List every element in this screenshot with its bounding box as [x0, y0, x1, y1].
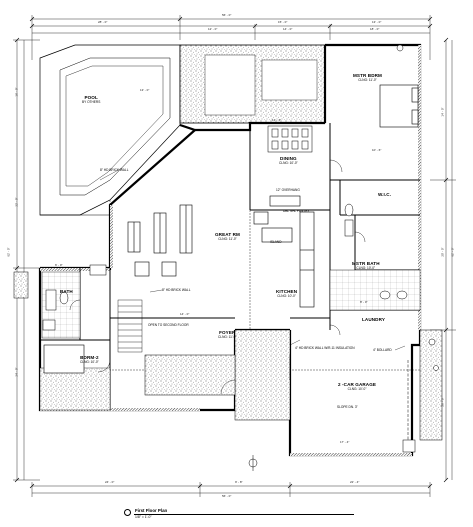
master-bed	[379, 84, 419, 128]
room-foyer-name: FOYER	[219, 330, 236, 335]
dim-bottom-mid: 9' - 8"	[235, 480, 243, 484]
room-wic-name: W.I.C.	[378, 192, 392, 197]
note-overhang: 12" OVERHANG	[276, 188, 300, 192]
note-open-below: OPEN TO SECOND FLOOR	[148, 323, 189, 327]
dim-inner-1: 13' - 0"	[140, 88, 150, 92]
note-brick-wall-3: 4" HD BRICK WALL W/R-11 INSULATION	[295, 346, 355, 350]
title-underline	[134, 514, 354, 515]
note-bollard: 4" BOLLARD	[373, 348, 392, 352]
room-bdrm2-name: BDRM-2	[80, 355, 99, 360]
room-foyer: FOYER CLNG: 11'-0"	[218, 330, 237, 339]
dim-top-total: 56' - 0"	[222, 13, 232, 17]
room-foyer-sub: CLNG: 11'-0"	[218, 334, 237, 339]
dim-bottom-total: 56' - 0"	[222, 494, 232, 498]
windows	[127, 204, 193, 277]
dim-right-total: 62' - 0"	[450, 247, 455, 257]
drawing-scale: 1/8" = 1'-0"	[135, 515, 152, 519]
dim-left-total: 62' - 0"	[6, 247, 11, 257]
walkway-stipple	[39, 329, 443, 441]
room-pool-sub: BY OTHERS	[82, 99, 101, 104]
room-mstr-bath-name: MSTR BATH	[352, 261, 380, 266]
room-kitchen-name: KITCHEN	[276, 289, 298, 294]
room-mstr-bdrm-sub: CLNG: 11'-0"	[358, 77, 377, 82]
room-laundry-name: LAUNDRY	[362, 317, 385, 322]
room-dining-sub: CLNG: 10'-0"	[279, 160, 298, 165]
room-great-rm: GREAT RM CLNG: 11'-0"	[215, 232, 240, 241]
kitchen-fixtures	[253, 195, 315, 308]
room-pool: POOL BY OTHERS	[82, 95, 101, 104]
dim-top-sub-a: 12' - 0"	[208, 27, 218, 31]
dim-left-a: 16' - 0"	[14, 87, 19, 97]
dim-bottom-right: 22' - 4"	[350, 480, 360, 484]
dim-left-b: 22' - 0"	[14, 197, 19, 207]
dim-top-mid: 15' - 0"	[278, 20, 288, 24]
note-brick-wall-1: 8" HD BRICK WALL	[100, 168, 129, 172]
dim-top-sub-b: 14' - 0"	[283, 27, 293, 31]
room-wic: W.I.C.	[378, 192, 392, 198]
dim-inner-7: 8' - 0"	[360, 300, 368, 304]
room-mstr-bath-sub: CLNG: 10'-0"	[356, 265, 376, 270]
stair	[117, 299, 143, 353]
room-laundry: LAUNDRY	[362, 317, 385, 323]
room-mstr-bdrm-name: MSTR BDRM	[353, 73, 382, 78]
room-bdrm2: BDRM-2 CLNG: 10'-0"	[80, 355, 99, 364]
room-mstr-bdrm: MSTR BDRM CLNG: 11'-0"	[353, 73, 382, 82]
title-marker-circle	[124, 509, 131, 516]
room-garage-name: 2 -CAR GARAGE	[338, 382, 377, 387]
grid-markers	[13, 44, 439, 471]
drawing-title-block: First Floor Plan 1/8" = 1'-0"	[124, 508, 354, 524]
lanai-stipple	[179, 44, 326, 124]
dim-inner-4: 6' - 0"	[55, 263, 63, 267]
dim-top-right: 13' - 0"	[372, 20, 382, 24]
tile-floors	[41, 269, 421, 339]
room-pantry-name: DBL SHL PANTRY	[283, 209, 310, 213]
dim-left-c: 24' - 0"	[14, 367, 19, 377]
room-garage: 2 -CAR GARAGE CLNG: 10'-0"	[338, 382, 377, 391]
bdrm2-bed	[43, 344, 85, 374]
dim-top-sub-c: 18' - 0"	[370, 27, 380, 31]
room-mstr-bath: MSTR BATH CLNG: 10'-0"	[352, 261, 380, 270]
note-brick-wall-2: 8" HD BRICK WALL	[162, 288, 191, 292]
dim-inner-5: 14' - 0"	[180, 312, 190, 316]
room-dining-name: DINING	[280, 156, 297, 161]
room-great-rm-name: GREAT RM	[215, 232, 240, 237]
leader-lines	[99, 167, 406, 351]
room-bdrm2-sub: CLNG: 10'-0"	[80, 359, 99, 364]
room-dining: DINING CLNG: 10'-0"	[279, 156, 298, 165]
dim-right-a: 14' - 0"	[440, 107, 445, 117]
dining-table	[267, 125, 313, 153]
dim-bottom-left: 24' - 0"	[105, 480, 115, 484]
wall-hatching	[40, 45, 421, 456]
dim-top-left: 28' - 0"	[98, 20, 108, 24]
room-bath: BATH	[60, 289, 73, 295]
room-pool-name: POOL	[84, 95, 98, 100]
dim-right-b: 20' - 0"	[440, 247, 445, 257]
room-island: ISLAND	[270, 240, 282, 244]
note-slope: SLOPE DN. 3"	[337, 405, 358, 409]
room-kitchen-sub: CLNG: 10'-0"	[277, 293, 296, 298]
dim-inner-6: 17' - 4"	[340, 440, 350, 444]
pool-area	[39, 44, 181, 216]
room-kitchen: KITCHEN CLNG: 10'-0"	[276, 289, 298, 298]
dim-right-c: 28' - 0"	[440, 397, 445, 407]
room-great-rm-sub: CLNG: 11'-0"	[218, 236, 237, 241]
dim-inner-2: 10' - 6"	[372, 148, 382, 152]
room-pantry: DBL SHL PANTRY	[283, 209, 310, 213]
room-bath-name: BATH	[60, 289, 73, 294]
room-island-name: ISLAND	[270, 240, 282, 244]
drawing-title: First Floor Plan	[135, 508, 168, 513]
dim-inner-3: 11' - 4"	[272, 118, 282, 122]
door-swings	[69, 159, 366, 395]
bath-fixtures	[45, 203, 408, 311]
room-garage-sub: CLNG: 10'-0"	[347, 386, 367, 391]
dimension-ticks	[14, 16, 449, 489]
